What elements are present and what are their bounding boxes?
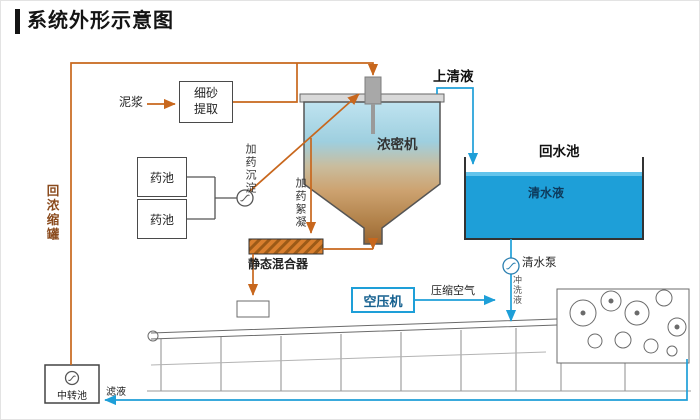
- thickener-tank: [299, 76, 445, 245]
- sand-extraction-label: 细砂提取: [193, 86, 218, 116]
- clear-water-pump-glyph: [506, 262, 516, 270]
- thickener-inlet-motor: [364, 76, 382, 105]
- label-thickener: 浓密机: [377, 137, 418, 152]
- chemical-tank-2: 药池: [137, 199, 187, 239]
- label-supernatant: 上清液: [433, 69, 474, 84]
- thickener-shaft: [371, 104, 375, 134]
- filtrate-line: [104, 359, 688, 406]
- label-dosing-sediment: 加药沉淀: [244, 143, 256, 195]
- chemical-tank-2-label: 药池: [149, 212, 174, 227]
- air-compressor-label: 空压机: [363, 293, 403, 309]
- label-flush-liquid: 冲洗液: [512, 275, 522, 305]
- pool-water: [466, 172, 642, 238]
- dosing-pump-glyph: [240, 194, 250, 202]
- label-compressed-air: 压缩空气: [431, 285, 475, 297]
- label-slurry: 泥浆: [119, 95, 144, 109]
- supernatant-line: [436, 87, 479, 165]
- water-piping: [104, 87, 688, 406]
- dosing-sediment-line: [249, 93, 360, 192]
- page-title: 系统外形示意图: [15, 9, 174, 34]
- return-concentrate-line: [70, 62, 379, 365]
- chemical-piping: [187, 176, 237, 220]
- sand-extraction-out-line: [233, 63, 298, 103]
- label-transfer-pool: 中转池: [57, 391, 87, 402]
- air-compressor-box: 空压机: [351, 287, 415, 313]
- transfer-pool-box: [44, 364, 100, 404]
- label-clear-water: 清水液: [528, 186, 565, 200]
- label-filtrate: 滤液: [106, 387, 126, 398]
- label-return-concentrator: 回浓缩罐: [44, 184, 59, 242]
- belt-filter-press: [147, 288, 691, 392]
- chemical-tank-1-label: 药池: [149, 170, 174, 185]
- label-clear-water-pump: 清水泵: [522, 257, 557, 269]
- return-water-pool: [464, 157, 644, 240]
- label-return-pool: 回水池: [539, 144, 580, 159]
- label-static-mixer: 静态混合器: [248, 257, 309, 271]
- slurry-piping: [70, 62, 379, 365]
- press-feed-box: [236, 300, 270, 318]
- static-mixer-body: [248, 238, 324, 255]
- chemical-tank-1: 药池: [137, 157, 187, 197]
- sand-extraction-box: 细砂提取: [179, 81, 233, 123]
- label-dosing-flocculation: 加药絮凝: [294, 177, 306, 229]
